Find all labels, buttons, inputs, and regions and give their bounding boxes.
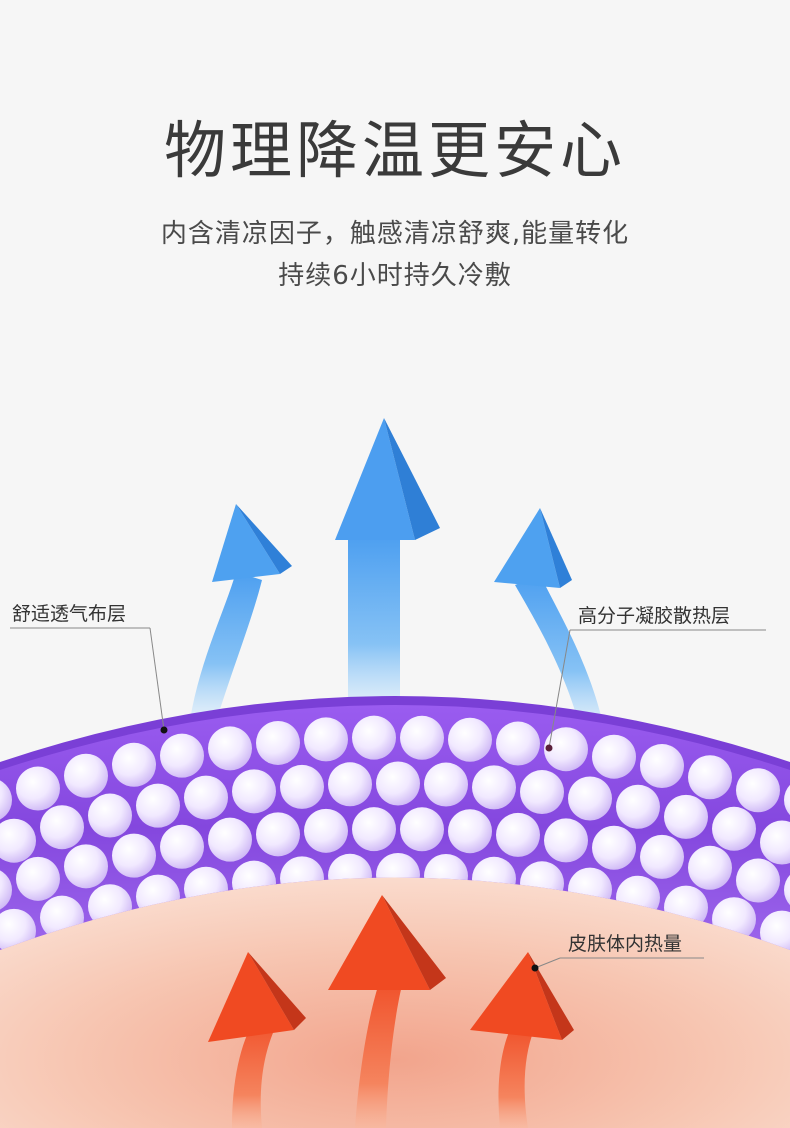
gel-bead <box>520 770 564 815</box>
gel-bead <box>112 833 156 878</box>
gel-bead <box>256 720 300 765</box>
subline-2: 持续6小时持久冷敷 <box>278 261 512 291</box>
gel-bead <box>0 868 12 912</box>
gel-bead <box>496 812 540 857</box>
gel-bead <box>160 733 204 778</box>
gel-bead <box>760 820 790 865</box>
gel-bead <box>0 778 12 822</box>
gel-bead <box>472 765 516 810</box>
gel-bead <box>232 769 276 814</box>
gel-bead <box>64 753 108 798</box>
callout-fabric-layer: 舒适透气布层 <box>10 603 168 734</box>
subline-1: 内含清凉因子，触感清凉舒爽,能量转化 <box>160 219 630 249</box>
gel-bead <box>688 755 732 800</box>
gel-bead <box>64 844 108 889</box>
gel-bead <box>0 818 36 863</box>
gel-bead <box>352 715 396 760</box>
gel-bead <box>688 845 732 890</box>
gel-bead <box>640 834 684 879</box>
gel-bead <box>424 762 468 807</box>
gel-bead <box>736 768 780 813</box>
gel-bead <box>712 806 756 851</box>
gel-bead <box>88 793 132 838</box>
gel-bead <box>328 762 372 807</box>
gel-bead <box>136 783 180 828</box>
gel-bead <box>40 805 84 850</box>
gel-bead <box>256 812 300 857</box>
gel-bead <box>736 858 780 903</box>
gel-bead <box>280 764 324 809</box>
callout-gel-layer: 高分子凝胶散热层 <box>545 605 766 752</box>
gel-bead <box>304 717 348 762</box>
heat-arrow-left <box>208 952 306 1128</box>
gel-bead <box>400 715 444 760</box>
fabric-layer-edge <box>0 696 790 772</box>
cool-arrow-left <box>190 504 292 725</box>
gel-bead <box>112 742 156 787</box>
gel-bead <box>616 784 660 829</box>
gel-bead <box>304 808 348 853</box>
gel-bead <box>160 824 204 869</box>
gel-bead <box>664 794 708 839</box>
gel-bead <box>400 807 444 852</box>
label-fabric-layer: 舒适透气布层 <box>12 603 126 625</box>
gel-bead <box>640 744 684 789</box>
gel-bead <box>544 727 588 772</box>
gel-bead <box>568 776 612 821</box>
gel-bead <box>448 809 492 854</box>
gel-bead <box>16 856 60 901</box>
gel-bead <box>592 734 636 779</box>
gel-bead <box>208 726 252 771</box>
gel-bead <box>184 775 228 820</box>
label-gel-layer: 高分子凝胶散热层 <box>578 605 730 627</box>
gel-bead <box>16 766 60 811</box>
callout-skin-heat: 皮肤体内热量 <box>531 933 704 972</box>
cool-arrow-center <box>335 418 440 716</box>
label-skin-heat: 皮肤体内热量 <box>568 933 682 955</box>
gel-bead <box>592 825 636 870</box>
gel-bead <box>208 817 252 862</box>
cool-arrow-right <box>494 508 604 735</box>
gel-bead <box>544 818 588 863</box>
gel-bead <box>448 717 492 762</box>
heat-arrow-right <box>470 952 574 1128</box>
gel-bead <box>496 721 540 766</box>
heat-arrow-center <box>328 895 446 1128</box>
headline: 物理降温更安心 <box>163 114 626 187</box>
gel-bead <box>352 807 396 852</box>
gel-bead <box>376 761 420 806</box>
